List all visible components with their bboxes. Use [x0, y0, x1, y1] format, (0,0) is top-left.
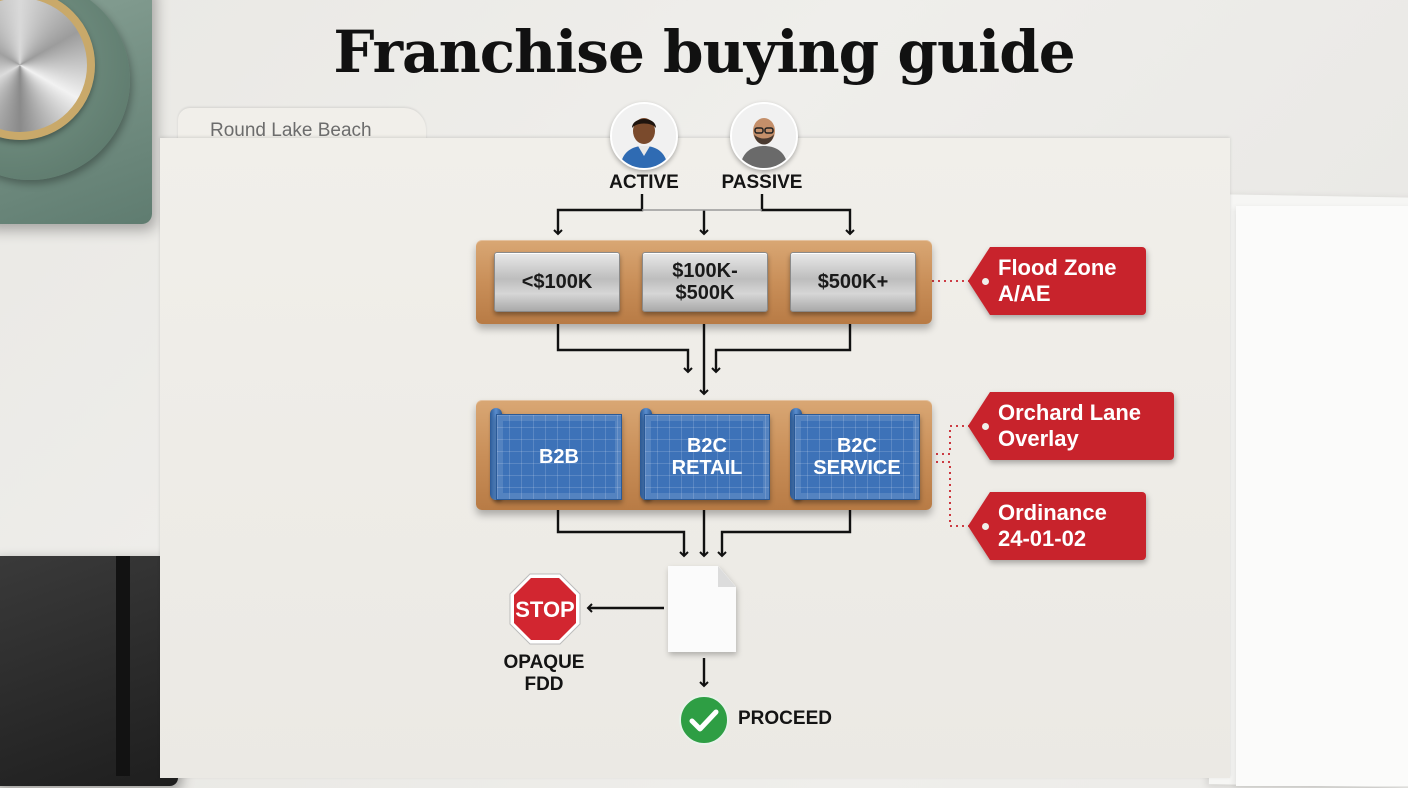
involvement-label-active: ACTIVE [609, 172, 679, 193]
flow-connectors [553, 194, 986, 688]
paper-sheet [1236, 206, 1408, 786]
type-b2c-service: B2C SERVICE [794, 414, 920, 500]
type-b2c-retail: B2C RETAIL [644, 414, 770, 500]
stop-sign-text: STOP [515, 597, 575, 622]
person-active-icon [610, 102, 678, 170]
proceed-label: PROCEED [738, 708, 832, 729]
tag-orchard-lane: Orchard Lane Overlay [968, 392, 1174, 460]
tag-text: Ordinance 24-01-02 [968, 492, 1146, 560]
tag-ordinance: Ordinance 24-01-02 [968, 492, 1146, 560]
page-title: Franchise buying guide [333, 18, 1075, 86]
tag-hole [982, 523, 989, 530]
folder-label: Round Lake Beach [210, 120, 372, 141]
proceed-check-icon [679, 695, 729, 745]
tag-hole [982, 423, 989, 430]
tier-100k-500k: $100K- $500K [642, 252, 768, 312]
tag-text: Orchard Lane Overlay [968, 392, 1174, 460]
tier-500k-plus: $500K+ [790, 252, 916, 312]
involvement-label-passive: PASSIVE [721, 172, 803, 193]
tier-under-100k: <$100K [494, 252, 620, 312]
stop-sign-icon: STOP [509, 573, 581, 645]
tag-hole [982, 278, 989, 285]
type-b2b: B2B [496, 414, 622, 500]
notebook-strap [116, 556, 130, 776]
stop-label: OPAQUE FDD [503, 652, 585, 695]
notebook [0, 556, 178, 786]
person-passive-icon [730, 102, 798, 170]
tag-flood-zone: Flood Zone A/AE [968, 247, 1146, 315]
tag-text: Flood Zone A/AE [968, 247, 1146, 315]
